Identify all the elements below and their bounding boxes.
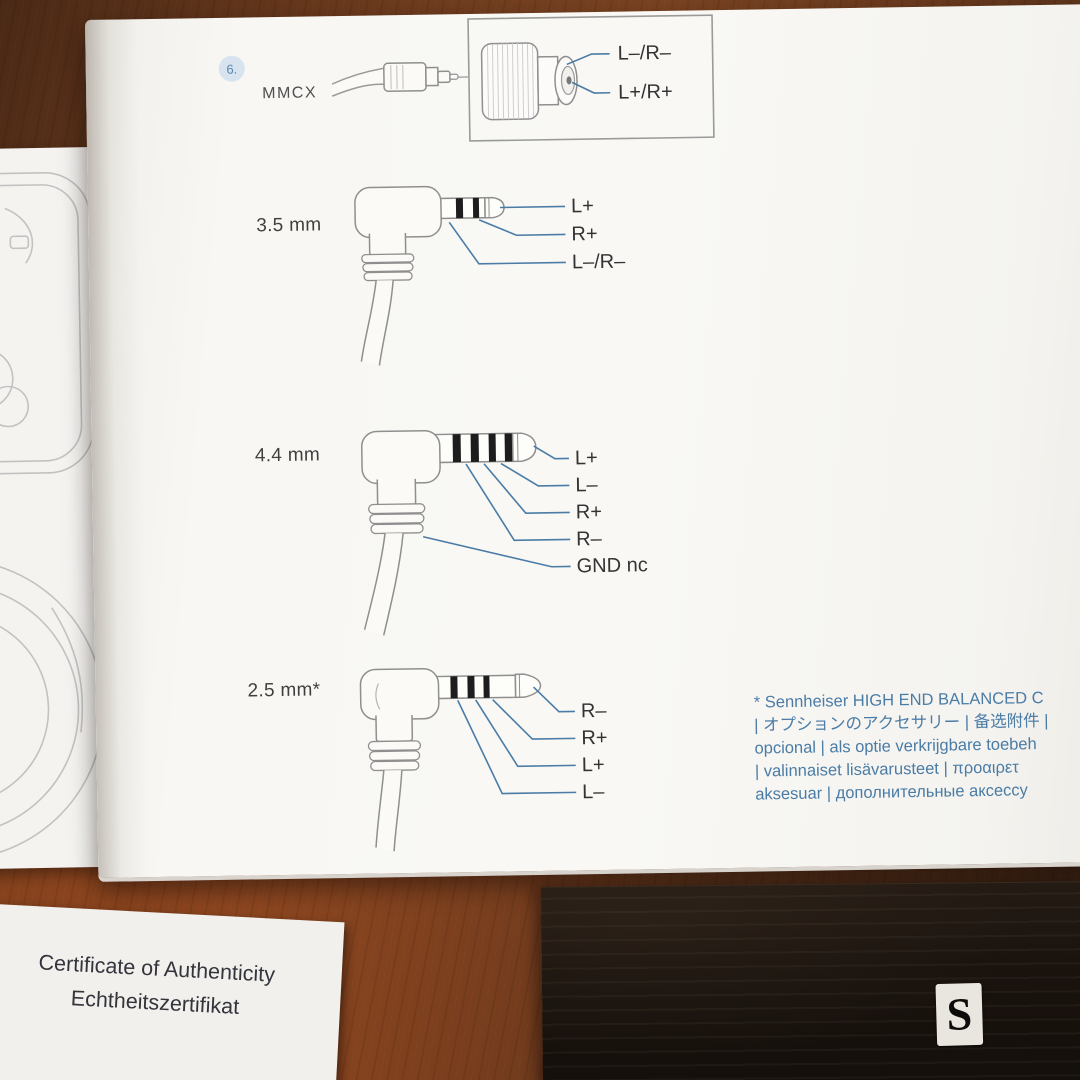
accessory-footnote: * Sennheiser HIGH END BALANCED C | オプション… (754, 686, 1080, 806)
plug-44-leader-lines (422, 445, 571, 568)
plug-35-leader-lines (448, 205, 566, 265)
plug-25-pin-label-3: L+ (581, 753, 605, 777)
mmcx-pin-label-2: L+/R+ (618, 80, 673, 104)
plug-35-pin-label-2: R+ (571, 222, 598, 246)
sennheiser-logo-letter: S (945, 988, 973, 1040)
plug-35-pin-label-1: L+ (570, 195, 594, 218)
main-manual-page: 6. MMCX L–/R– L+/R+ 3.5 mm L+ R+ L–/R– 4… (85, 4, 1080, 878)
mmcx-callout-box (467, 14, 715, 142)
plug-25-pin-label-1: R– (580, 699, 607, 723)
embossed-texture (540, 882, 1080, 1080)
mmcx-enlarged-art (480, 42, 578, 121)
plug-25-leader-lines (457, 686, 577, 795)
certificate-card: Certificate of Authenticity Echtheitszer… (0, 903, 345, 1080)
mmcx-leader-lines (566, 52, 611, 94)
mmcx-section-label: MMCX (262, 84, 318, 103)
plug-44-pin-label-2: L– (575, 474, 598, 497)
plug-25-art (359, 668, 542, 852)
plug-44-pin-label-5: GND nc (576, 554, 648, 578)
closed-case-illustration (0, 558, 105, 861)
plug-44-pin-label-1: L+ (574, 447, 598, 470)
plug-25-pin-label-4: L– (582, 780, 605, 804)
plug-35-art (354, 185, 505, 366)
plug-35-section-label: 3.5 mm (256, 214, 322, 237)
plug-44-pin-label-3: R+ (575, 500, 603, 524)
mmcx-pin-label-1: L–/R– (617, 41, 672, 65)
mmcx-plug-art (331, 61, 468, 97)
sennheiser-logo: S (935, 982, 984, 1047)
plug-44-art (360, 429, 537, 636)
plug-44-pin-label-4: R– (576, 527, 602, 551)
plug-25-section-label: 2.5 mm* (247, 679, 321, 702)
plug-25-pin-label-2: R+ (581, 726, 608, 750)
plug-35-pin-label-3: L–/R– (571, 250, 626, 274)
open-case-illustration (0, 172, 95, 476)
wiring-diagram-art (331, 14, 715, 852)
accessory-box: S (540, 881, 1080, 1080)
plug-44-section-label: 4.4 mm (254, 444, 321, 467)
